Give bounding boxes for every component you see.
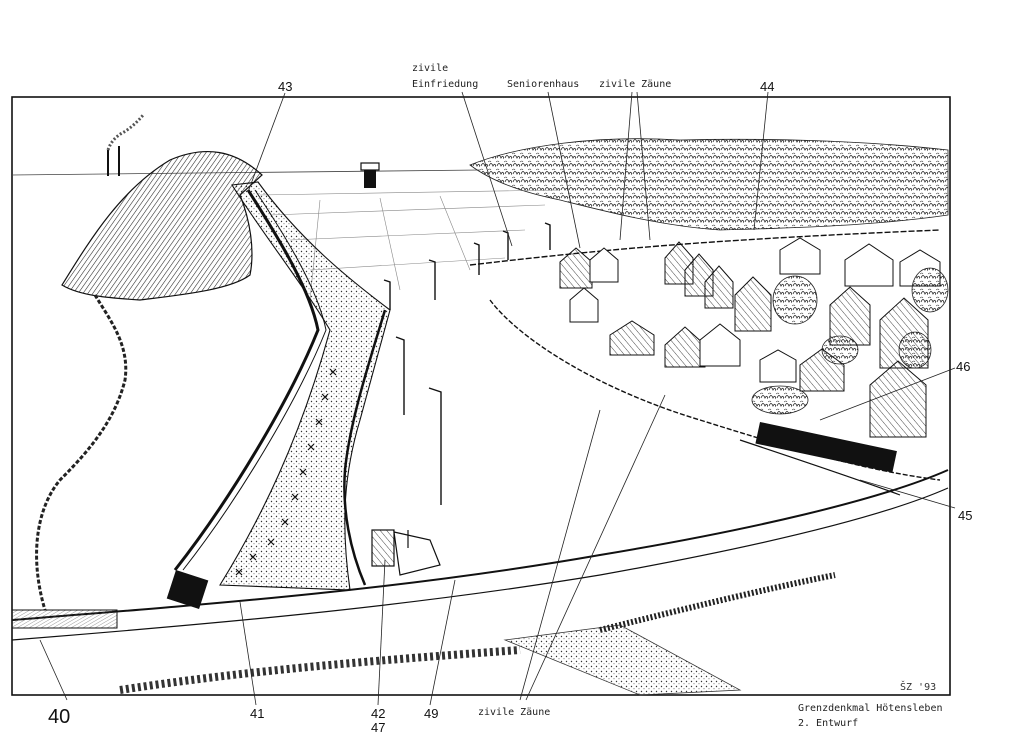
label-43: 43 <box>278 79 292 94</box>
label-47: 47 <box>371 720 385 735</box>
label-zivile: zivile <box>412 63 448 74</box>
label-42: 42 <box>371 706 385 721</box>
village-houses <box>559 237 941 438</box>
memorial-wall-segment <box>755 422 897 473</box>
civil-fence-line <box>469 229 941 266</box>
hill-left <box>61 150 263 301</box>
label-45: 45 <box>958 508 972 523</box>
tank-barriers <box>235 368 337 576</box>
label-41: 41 <box>250 706 264 721</box>
foreground-road <box>503 624 742 696</box>
label-zivile-zaeune-top: zivile Zäune <box>599 79 671 90</box>
watchtower <box>360 162 380 188</box>
hinterland-wall <box>173 189 320 571</box>
lamp-posts <box>383 222 551 505</box>
label-einfriedung: Einfriedung <box>412 79 478 90</box>
caption-title: Grenzdenkmal Hötensleben <box>798 703 943 714</box>
winding-path <box>35 294 128 611</box>
label-46: 46 <box>956 359 970 374</box>
chimney-smoke <box>106 113 146 176</box>
front-wall <box>343 309 387 586</box>
label-40: 40 <box>48 706 70 728</box>
wall-block-41 <box>166 570 209 610</box>
grass-strip <box>599 572 836 633</box>
forest-top-right <box>469 138 949 231</box>
leader-lines <box>39 91 956 706</box>
label-zivile-zaeune-bottom: zivile Zäune <box>478 707 550 718</box>
label-seniorenhaus: Seniorenhaus <box>507 79 579 90</box>
foreground-fence <box>11 469 949 621</box>
gate-structure <box>371 529 441 576</box>
label-49: 49 <box>424 706 438 721</box>
village-trees <box>751 267 949 415</box>
caption-subtitle: 2. Entwurf <box>798 718 858 729</box>
field-lines <box>259 189 561 301</box>
signature: ŠZ '93 <box>900 680 936 693</box>
label-44: 44 <box>760 79 774 94</box>
